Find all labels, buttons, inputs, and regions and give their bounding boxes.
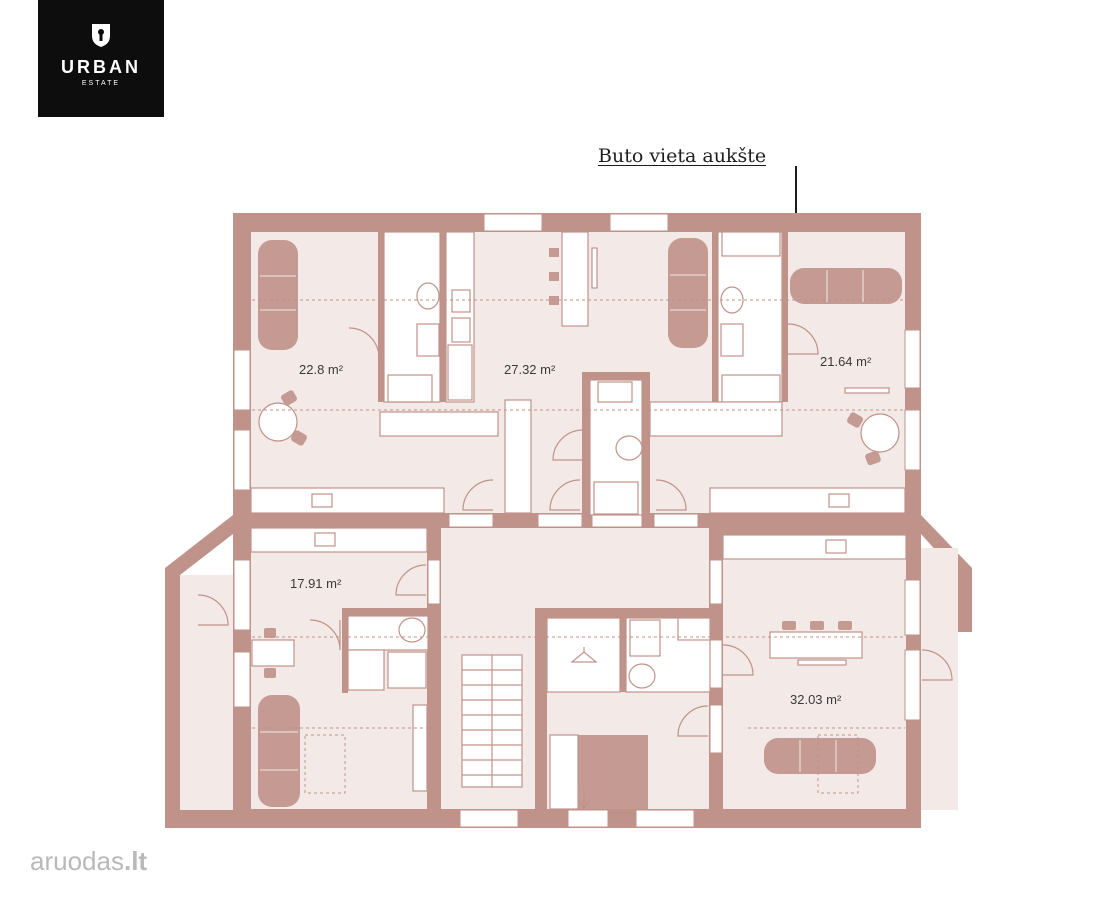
brand-subtitle: ESTATE	[81, 80, 121, 87]
area-label-top-left: 22.8 m²	[299, 362, 344, 377]
area-label-top-middle: 27.32 m²	[504, 362, 556, 377]
brand-name: URBAN	[61, 57, 141, 77]
area-label-top-right: 21.64 m²	[820, 354, 872, 369]
watermark-suffix: .lt	[123, 846, 148, 876]
aruodas-watermark: aruodas.lt	[30, 846, 147, 877]
apartment-location-callout: Buto vieta aukšte	[598, 145, 767, 167]
area-label-bottom-right: 32.03 m²	[790, 692, 842, 707]
keyhole-shield-icon	[92, 24, 110, 47]
area-label-bottom-left: 17.91 m²	[290, 576, 342, 591]
staircase	[461, 654, 523, 788]
brand-logo: URBAN ESTATE	[38, 0, 164, 117]
watermark-text: aruodas	[30, 846, 124, 876]
